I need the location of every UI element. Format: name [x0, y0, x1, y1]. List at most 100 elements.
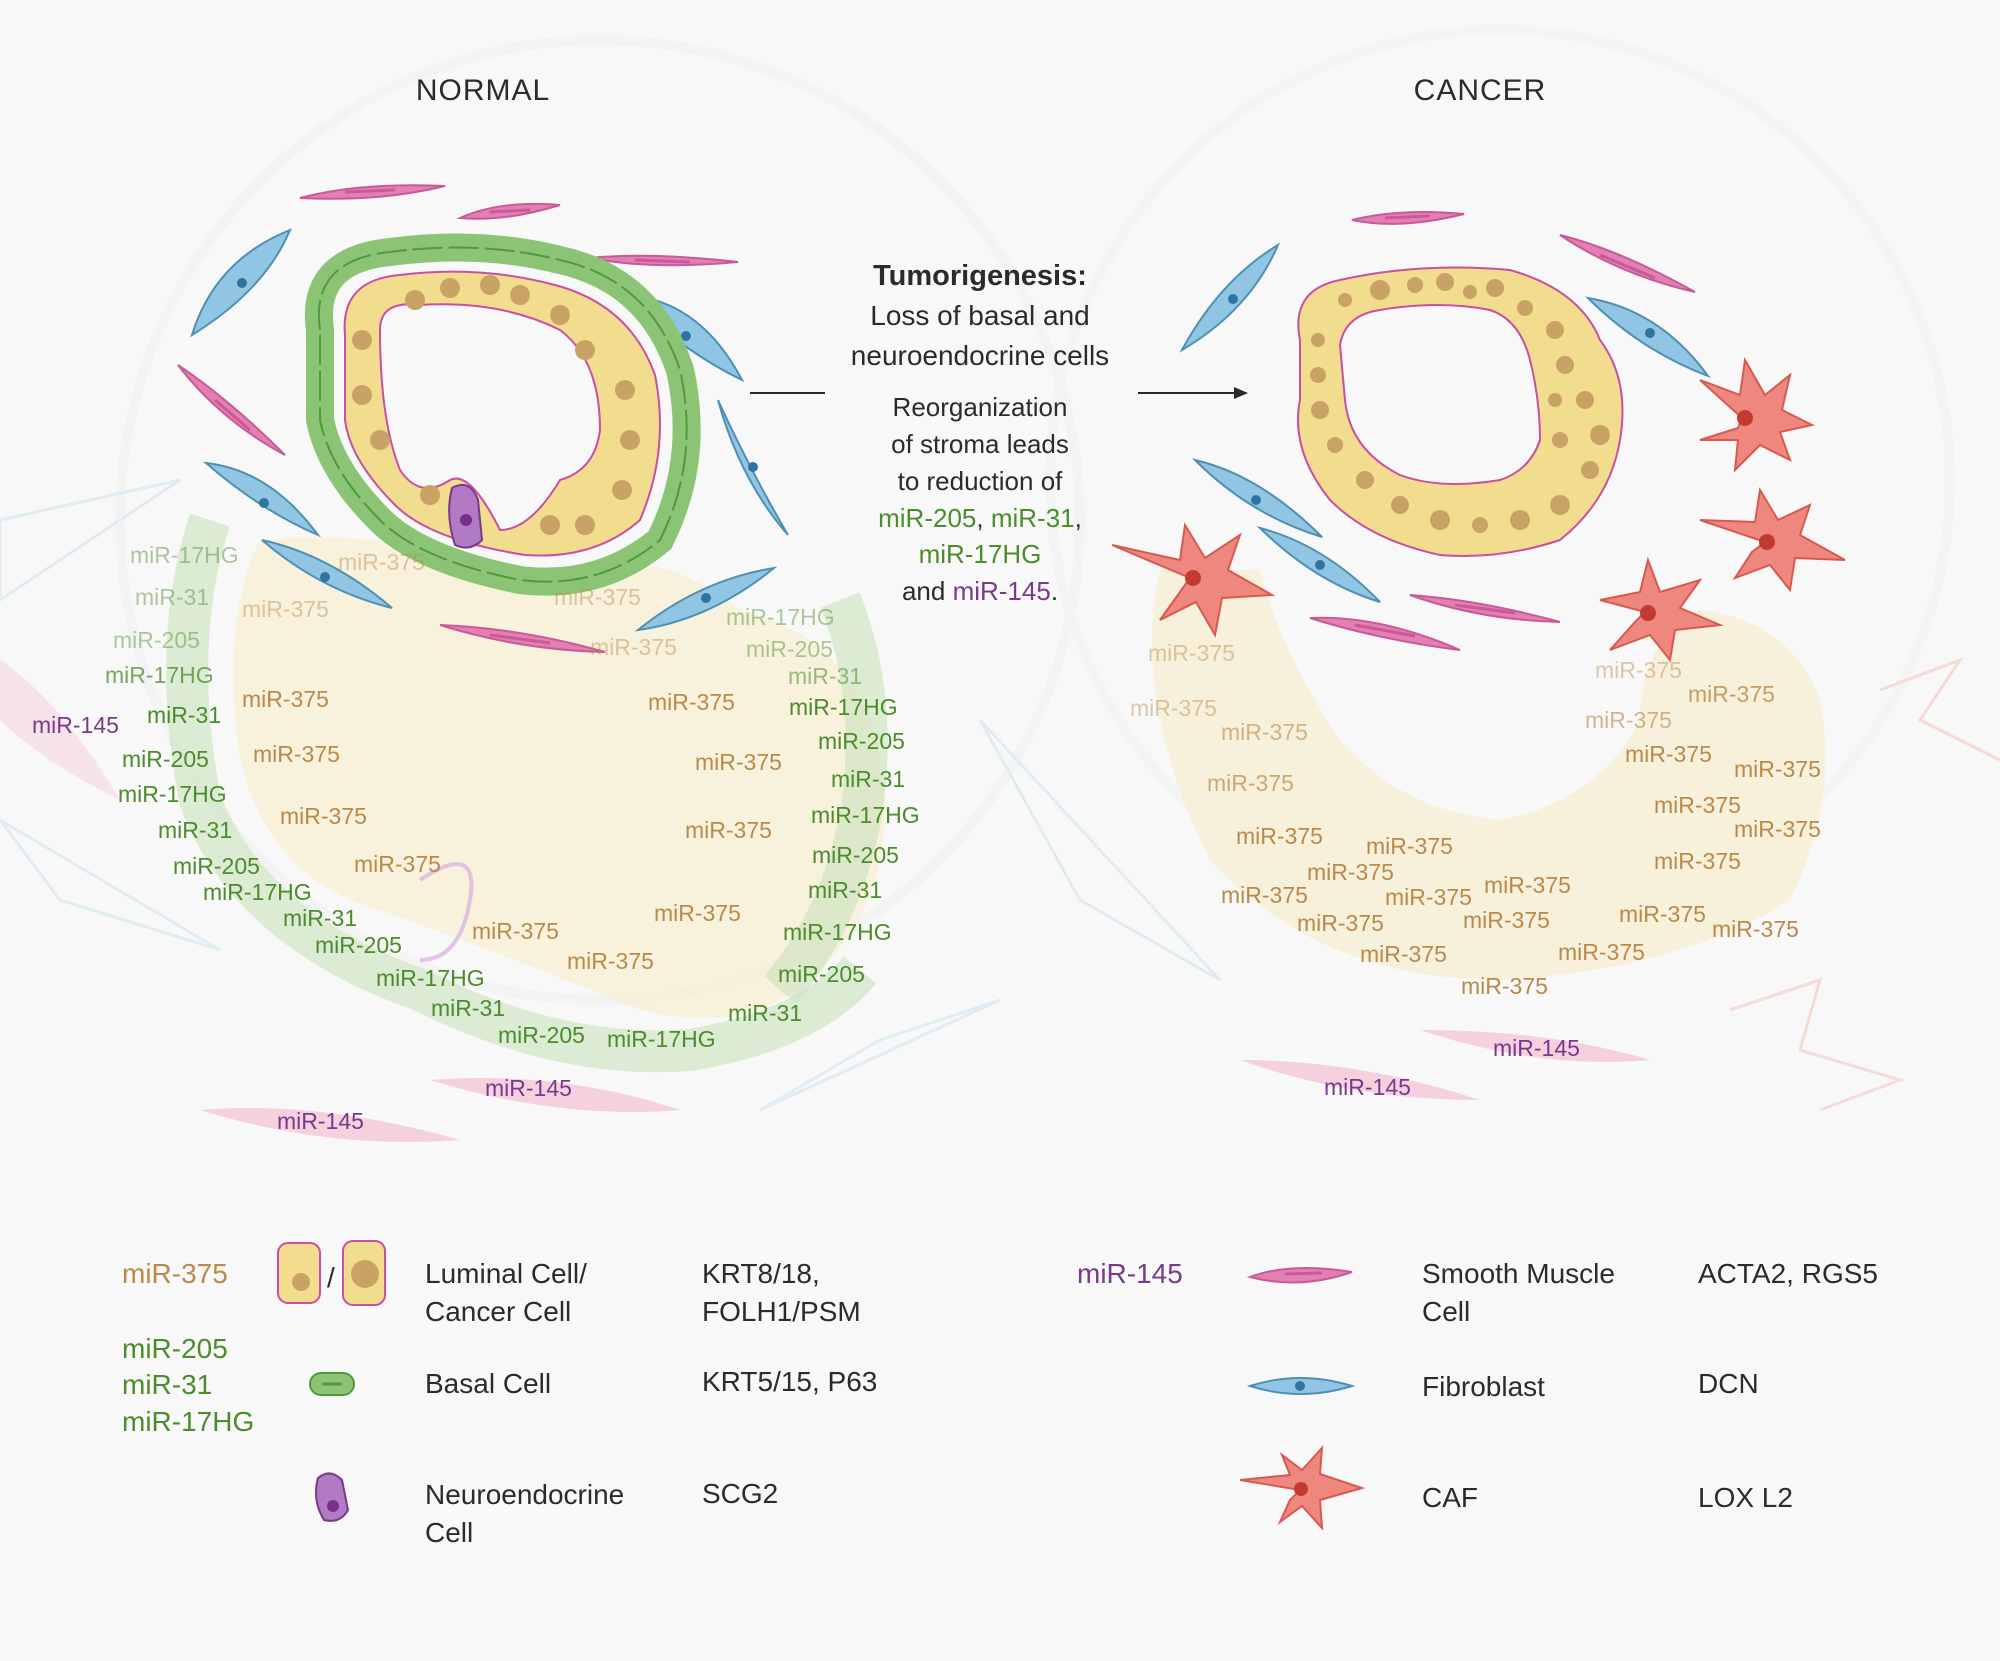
mirna-label: miR-205 — [122, 746, 209, 772]
mirna-label: miR-375 — [1734, 756, 1821, 782]
mirna-label: miR-375 — [1484, 872, 1571, 898]
tumorigenesis-heading: Tumorigenesis: — [873, 260, 1087, 292]
smooth-muscle-cell — [456, 202, 561, 220]
mirna-label: miR-31 — [788, 663, 862, 689]
mirna-label: miR-375 — [1130, 695, 1217, 721]
caf-cell — [1699, 487, 1846, 593]
transition-arrow — [750, 387, 1248, 399]
cancer-gland — [1297, 266, 1624, 557]
mirna-label: miR-375 — [1360, 941, 1447, 967]
fibroblast-cell — [634, 566, 778, 632]
legend-smooth-markers: ACTA2, RGS5 — [1698, 1258, 1878, 1289]
center-line-2: neuroendocrine cells — [851, 340, 1109, 371]
legend-luminal-markers-2: FOLH1/PSM — [702, 1296, 861, 1327]
center-line-3: Reorganization — [893, 392, 1068, 422]
mirna-label: miR-31 — [831, 766, 905, 792]
mirna-label: miR-375 — [1221, 719, 1308, 745]
mirna-label: miR-145 — [1324, 1074, 1411, 1100]
legend-basal-mirna-1: miR-205 — [122, 1333, 228, 1364]
mirna-label: miR-31 — [283, 905, 357, 931]
center-and: and — [902, 576, 945, 606]
mirna-label: miR-31 — [135, 584, 209, 610]
mirna-label: miR-205 — [173, 853, 260, 879]
mirna-label: miR-375 — [648, 689, 735, 715]
smooth-muscle-cell — [589, 254, 739, 267]
luminal-cell-icon — [277, 1242, 321, 1304]
mirna-label: miR-205 — [778, 961, 865, 987]
legend-luminal-mirna: miR-375 — [122, 1258, 228, 1289]
mirna-label: miR-375 — [654, 900, 741, 926]
mirna-label: miR-375 — [472, 918, 559, 944]
mirna-label: miR-17HG — [811, 802, 920, 828]
mirna-label: miR-375 — [695, 749, 782, 775]
legend-basal-name: Basal Cell — [425, 1368, 551, 1399]
fibroblast-cell — [190, 228, 292, 338]
legend-row-smooth: miR-145 Smooth Muscle Cell ACTA2, RGS5 — [1077, 1258, 1878, 1327]
fibroblast-cell — [1256, 526, 1381, 603]
legend-basal-mirna-2: miR-31 — [122, 1369, 212, 1400]
normal-gland — [304, 233, 701, 596]
mirna-label: miR-375 — [1307, 859, 1394, 885]
legend-caf-markers: LOX L2 — [1698, 1482, 1793, 1513]
mirna-label: miR-145 — [1493, 1035, 1580, 1061]
mirna-label: miR-375 — [590, 634, 677, 660]
mirna-label: miR-375 — [1654, 848, 1741, 874]
mirna-label: miR-375 — [1595, 657, 1682, 683]
mirna-label: miR-375 — [1385, 884, 1472, 910]
legend-basal-mirna-3: miR-17HG — [122, 1406, 254, 1437]
mirna-label: miR-375 — [1712, 916, 1799, 942]
legend-fibroblast-name: Fibroblast — [1422, 1371, 1545, 1402]
caf-icon — [1239, 1445, 1366, 1531]
mirna-label: miR-145 — [277, 1108, 364, 1134]
mirna-label: miR-375 — [1297, 910, 1384, 936]
mirna-label: miR-375 — [1366, 833, 1453, 859]
legend-neuro-name-2: Cell — [425, 1517, 473, 1548]
legend-caf-name: CAF — [1422, 1482, 1478, 1513]
mirna-label: miR-31 — [147, 702, 221, 728]
legend-slash: / — [327, 1262, 335, 1293]
legend-row-neuro: Neuroendocrine Cell SCG2 — [315, 1472, 778, 1548]
center-mir17hg: miR-17HG — [919, 539, 1042, 569]
fibroblast-cell — [1191, 458, 1323, 538]
normal-panel-title: NORMAL — [416, 74, 550, 107]
mirna-label: miR-205 — [818, 728, 905, 754]
legend-luminal-markers-1: KRT8/18, — [702, 1258, 820, 1289]
smooth-muscle-cell-icon — [1246, 1267, 1353, 1284]
smooth-muscle-cell — [1309, 616, 1461, 651]
cancer-panel-title: CANCER — [1414, 74, 1547, 107]
center-comma-1: , — [976, 503, 983, 533]
center-mir145: miR-145 — [953, 576, 1051, 606]
fibroblast-cell — [261, 539, 393, 609]
smooth-muscle-cell — [1351, 211, 1465, 225]
smooth-muscle-cell — [177, 364, 286, 456]
mirna-label: miR-375 — [280, 803, 367, 829]
mirna-label: miR-31 — [431, 995, 505, 1021]
legend-neuro-markers: SCG2 — [702, 1478, 778, 1509]
legend-smooth-name-1: Smooth Muscle — [1422, 1258, 1615, 1289]
mirna-label: miR-205 — [746, 636, 833, 662]
mirna-label: miR-375 — [1625, 741, 1712, 767]
normal-stroma — [177, 184, 789, 653]
mirna-label: miR-375 — [1734, 816, 1821, 842]
mirna-label: miR-375 — [1619, 901, 1706, 927]
caf-cell — [1111, 522, 1276, 638]
mirna-label: miR-205 — [315, 932, 402, 958]
cancer-gland-ghost — [1151, 570, 1826, 1100]
mirna-label: miR-205 — [812, 842, 899, 868]
legend-neuro-name-1: Neuroendocrine — [425, 1479, 624, 1510]
normal-mirna-labels: miR-17HG miR-31 miR-205 miR-375 miR-375 … — [32, 542, 920, 1134]
legend-smooth-name-2: Cell — [1422, 1296, 1470, 1327]
mirna-label: miR-145 — [32, 712, 119, 738]
mirna-label: miR-375 — [1207, 770, 1294, 796]
cancer-stroma — [1111, 211, 1846, 663]
legend-row-luminal: miR-375 / Luminal Cell/ Cancer Cell KRT8… — [122, 1240, 861, 1327]
mirna-label: miR-17HG — [607, 1026, 716, 1052]
fibroblast-cell — [717, 399, 789, 536]
mirna-label: miR-145 — [485, 1075, 572, 1101]
legend: miR-375 / Luminal Cell/ Cancer Cell KRT8… — [122, 1240, 1878, 1548]
caf-cell — [1699, 356, 1815, 473]
mirna-label: miR-375 — [1148, 640, 1235, 666]
mirna-label: miR-205 — [113, 627, 200, 653]
mirna-label: miR-375 — [1558, 939, 1645, 965]
center-mir205: miR-205 — [878, 503, 976, 533]
